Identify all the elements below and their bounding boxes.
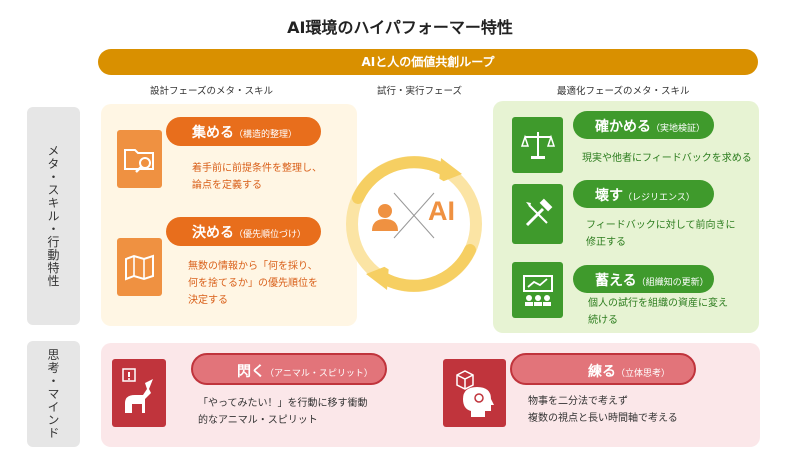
presentation-icon [512,262,563,318]
skill-tashikameru-sub: （実地検証） [651,124,706,134]
skill-kimeru-name: 決める [192,225,234,241]
skill-atsumeru-sub: （構造的整理） [234,130,298,140]
mind-hirameku-desc: 「やってみたい！」を行動に移す衝動 的なアニマル・スピリット [198,398,368,426]
diagram-title: AI環境のハイパフォーマー特性 [287,18,513,37]
tools-icon [512,184,563,244]
skill-kowasu-sub: （レジリエンス） [623,193,695,203]
map-icon [117,238,162,296]
mind-neru-pill: 練る（立体思考） [510,353,696,385]
skill-takuwaeru-pill: 蓄える（組織知の更新） [573,265,714,293]
skill-kowasu-pill: 壊す（レジリエンス） [573,180,714,208]
skill-takuwaeru-desc: 個人の試行を組織の資産に変え 続ける [588,298,728,326]
cycle-arrows-icon [346,156,482,292]
skill-atsumeru-desc: 着手前に前提条件を整理し、 論点を定義する [192,163,322,191]
scale-icon [512,117,563,173]
ai-human-cycle: AI [338,148,490,300]
design-phase-label: 設計フェーズのメタ・スキル [150,86,274,97]
person-icon [372,204,398,231]
mind-hirameku-sub: （アニマル・スピリット） [265,369,373,379]
folder-search-icon [117,130,162,188]
mind-neru-desc: 物事を二分法で考えず 複数の視点と長い時間軸で考える [528,396,678,424]
ai-label: AI [428,196,455,226]
optimize-phase-label: 最適化フェーズのメタ・スキル [557,86,690,97]
execute-phase-label: 試行・実行フェーズ [377,86,463,97]
skill-kowasu-name: 壊す [595,188,623,204]
skill-kimeru-desc: 無数の情報から「何を採り、 何を捨てるか」の優先順位を 決定する [188,261,318,306]
skill-tashikameru-desc: 現実や他者にフィードバックを求める [582,153,752,164]
skill-takuwaeru-sub: （組織知の更新） [636,278,709,288]
skill-tashikameru-pill: 確かめる（実地検証） [573,111,714,139]
skill-atsumeru-name: 集める [192,125,234,141]
skill-kimeru-pill: 決める（優先順位づけ） [166,217,321,246]
skill-kimeru-sub: （優先順位づけ） [234,230,307,240]
mind-hirameku-name: 閃く [237,364,265,380]
head-cube-icon [443,359,506,427]
value-co-creation-loop-bar: AIと人の価値共創ループ [98,49,758,75]
skill-kowasu-desc: フィードバックに対して前向きに 修正する [586,220,736,248]
skill-tashikameru-name: 確かめる [595,119,651,135]
skill-takuwaeru-name: 蓄える [595,273,637,289]
mind-hirameku-pill: 閃く（アニマル・スピリット） [191,353,387,385]
side-label-skills-text: メタ・スキル・行動特性 [46,144,60,288]
mind-neru-name: 練る [588,364,616,380]
side-label-skills: メタ・スキル・行動特性 [27,107,80,325]
side-label-mind: 思考・マインド [27,341,80,447]
side-label-mind-text: 思考・マインド [46,348,60,440]
skill-atsumeru-pill: 集める（構造的整理） [166,117,321,146]
mind-neru-sub: （立体思考） [616,369,671,379]
unicorn-icon [112,359,166,427]
